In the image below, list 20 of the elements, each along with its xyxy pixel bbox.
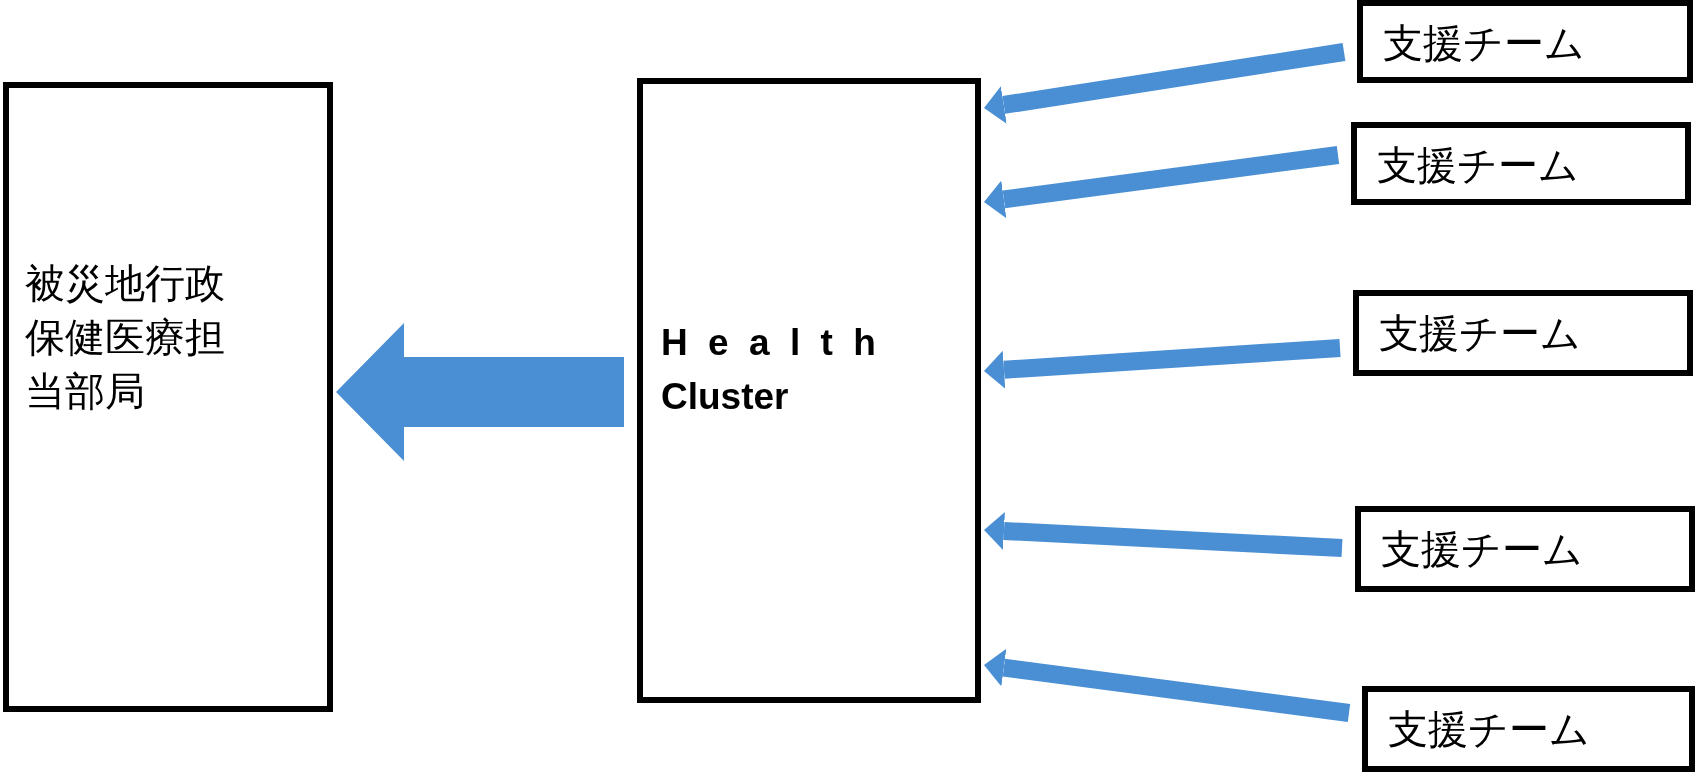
box-label: 支援チーム	[1383, 19, 1585, 68]
arrow	[984, 648, 1351, 722]
cluster-box	[637, 78, 981, 703]
team-box	[1362, 686, 1695, 772]
box-label: 支援チーム	[1379, 309, 1581, 358]
team-box	[1351, 122, 1691, 205]
arrow	[984, 512, 1343, 557]
box-label: 支援チーム	[1377, 141, 1579, 190]
team-box	[1353, 290, 1693, 376]
arrow	[984, 339, 1341, 389]
arrow	[336, 323, 624, 461]
arrow	[984, 146, 1340, 219]
arrow	[984, 43, 1346, 124]
box-label: Health Cluster	[661, 321, 898, 419]
box-label: 被災地行政保健医療担当部局	[25, 259, 226, 416]
box-label: 支援チーム	[1388, 705, 1590, 754]
box-label: 支援チーム	[1381, 525, 1583, 574]
team-box	[1357, 0, 1693, 83]
team-box	[1355, 506, 1695, 592]
department-box	[3, 82, 333, 712]
